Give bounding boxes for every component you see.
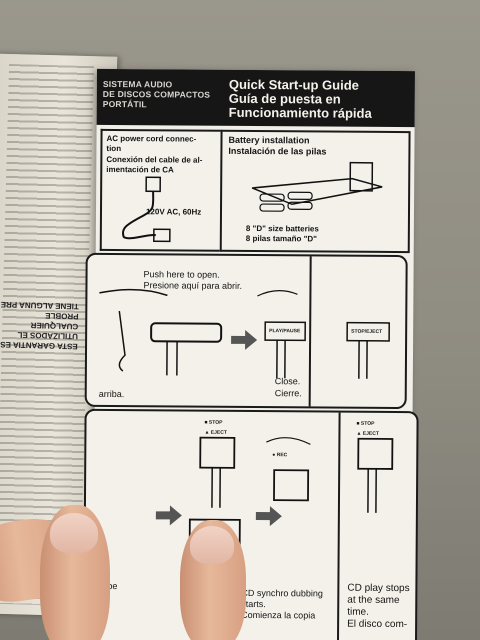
cd-play-steps-box: Push here to open. Presione aquí para ab… <box>84 252 408 410</box>
play-button-label: PLAY/PAUSE <box>269 328 301 335</box>
left-page-bold-text: ESTA GARANTIA ES UTILIZADOS EL CUALQUIER… <box>0 299 79 351</box>
ac-title-es: Conexión del cable de al- imentación de … <box>106 154 203 175</box>
fingernail <box>50 513 98 553</box>
index-finger <box>40 505 110 640</box>
voltage-label: 120V AC, 60Hz <box>145 207 202 217</box>
cd-synchro-es: Comienza la copia <box>241 609 316 621</box>
cd-stops-es: El disco com- <box>347 618 408 631</box>
header-guide-title: Quick Start-up Guide Guía de puesta en F… <box>228 77 372 121</box>
battery-illustration <box>251 161 383 212</box>
ac-plug-illustration <box>121 176 171 243</box>
battery-caption-en: 8 "D" size batteries <box>245 223 319 234</box>
cd-steps-illustration <box>99 288 390 379</box>
close-es: Cierre. <box>274 388 302 399</box>
dubbing-steps-box: ■ STOP ▲ EJECT ■ STOP ▲ EJECT ● REC to b… <box>82 408 419 640</box>
close-en: Close. <box>274 376 301 387</box>
battery-title-es: Instalación de las pilas <box>228 145 327 157</box>
battery-title-en: Battery installation <box>228 134 310 146</box>
cd-stops-en: CD play stops at the same time. <box>347 582 410 618</box>
battery-caption-es: 8 pilas tamaño "D" <box>245 233 318 244</box>
push-open-en: Push here to open. <box>143 269 220 280</box>
header-left-line: PORTÁTIL <box>102 98 147 110</box>
ac-power-box: AC power cord connec- tion Conexión del … <box>99 128 223 252</box>
header-product-name: SISTEMA AUDIO DE DISCOS COMPACTOS PORTÁT… <box>103 79 211 110</box>
fingernail <box>190 526 234 564</box>
cd-synchro-en: CD synchro dubbing starts. <box>241 587 323 610</box>
quick-start-page: SISTEMA AUDIO DE DISCOS COMPACTOS PORTÁT… <box>82 68 419 640</box>
stop-button-label: STOP/EJECT <box>351 328 383 335</box>
header-title-line: Funcionamiento rápida <box>228 104 372 121</box>
left-bold-line: TIENE ALGUNA PRE <box>0 299 79 311</box>
ac-title-en: AC power cord connec- tion <box>106 133 197 154</box>
left-bold-line: CUALQUIER PROBLE <box>30 310 79 331</box>
page-header: SISTEMA AUDIO DE DISCOS COMPACTOS PORTÁT… <box>96 68 415 128</box>
dubbing-illustration <box>155 436 394 549</box>
battery-box: Battery installation Instalación de las … <box>219 129 411 254</box>
middle-finger <box>180 520 246 640</box>
arriba-text: arriba. <box>98 388 125 400</box>
